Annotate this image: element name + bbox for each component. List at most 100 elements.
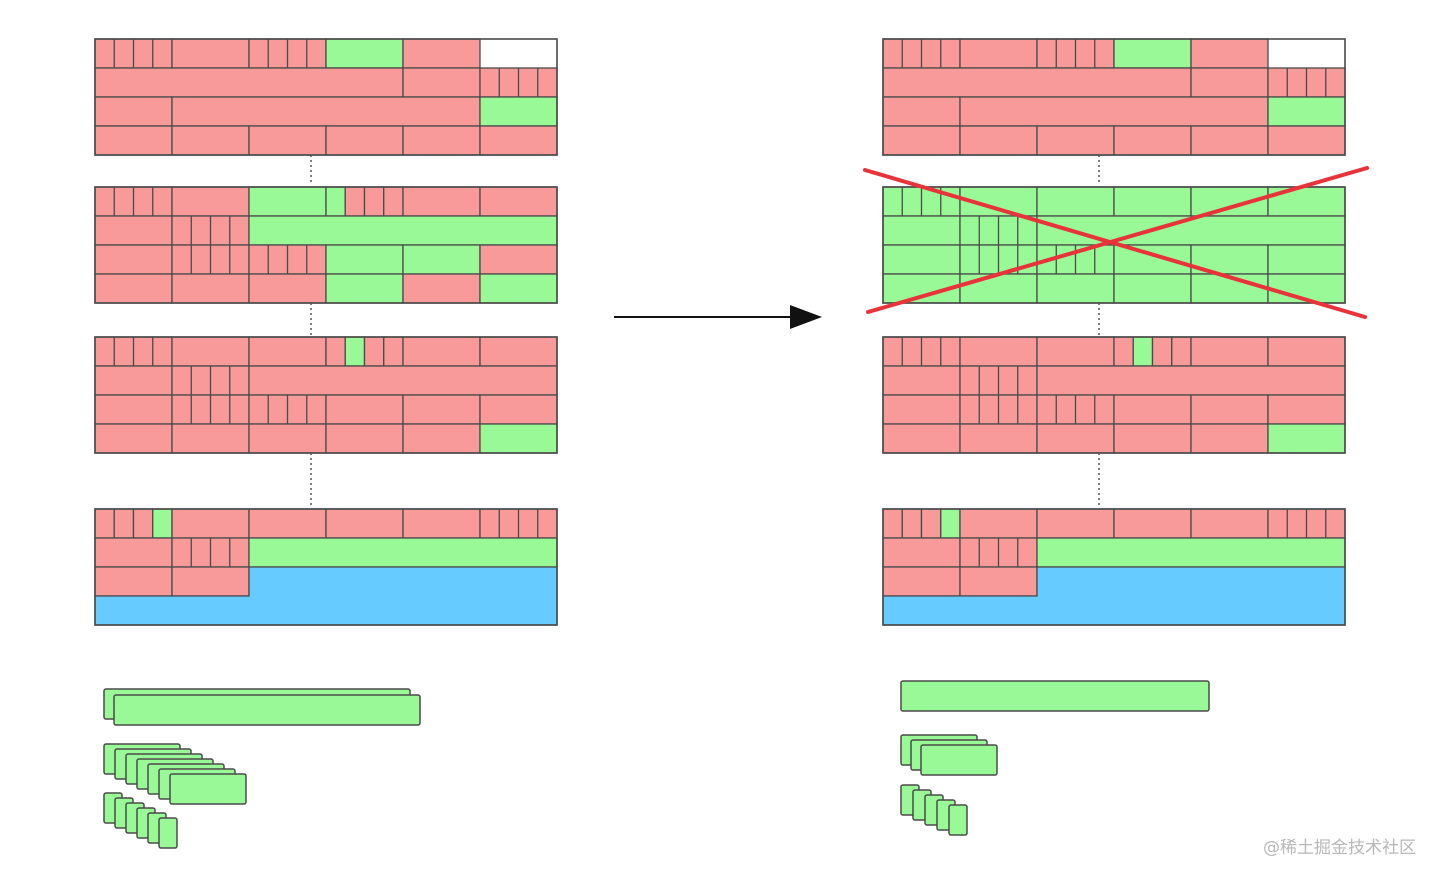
memory-block (325, 125, 404, 156)
free-list-small (948, 804, 968, 836)
memory-block (402, 38, 481, 69)
memory-slot (363, 336, 385, 367)
memory-block (882, 566, 961, 597)
memory-block (959, 38, 1038, 69)
memory-slot (132, 508, 154, 539)
memory-block (479, 273, 558, 304)
memory-block (1113, 244, 1192, 275)
memory-block (882, 96, 961, 127)
memory-block (1267, 244, 1346, 275)
memory-block (1113, 394, 1192, 425)
memory-block (882, 67, 1192, 98)
memory-slot (344, 336, 366, 367)
memory-block (479, 394, 558, 425)
memory-block (171, 273, 250, 304)
memory-slot (1132, 336, 1154, 367)
memory-block (248, 423, 327, 454)
memory-slot (1151, 336, 1173, 367)
memory-block (959, 566, 1038, 597)
right-page-3 (882, 336, 1346, 454)
memory-block (402, 336, 481, 367)
memory-block (94, 566, 173, 597)
memory-block (1267, 125, 1346, 156)
memory-block (325, 394, 404, 425)
memory-block (882, 394, 961, 425)
memory-block (1036, 508, 1115, 539)
memory-block (171, 423, 250, 454)
memory-block (1267, 96, 1346, 127)
memory-block (882, 244, 961, 275)
memory-block (94, 423, 173, 454)
memory-slot (1113, 336, 1134, 367)
memory-block (402, 423, 481, 454)
memory-block (1036, 537, 1346, 568)
memory-block (1267, 394, 1346, 425)
memory-block (959, 508, 1038, 539)
memory-block (1190, 38, 1269, 69)
memory-block (1267, 423, 1346, 454)
memory-block (94, 394, 173, 425)
page-outline (94, 336, 558, 454)
memory-slot (882, 508, 903, 539)
memory-slot (94, 508, 115, 539)
memory-block (1113, 508, 1192, 539)
memory-block (1113, 423, 1192, 454)
memory-block (171, 125, 250, 156)
memory-block (171, 38, 250, 69)
free-list-small (158, 817, 178, 849)
right-page-2-freed (882, 186, 1346, 304)
memory-block (402, 244, 481, 275)
memory-slot (901, 508, 923, 539)
memory-block (479, 244, 558, 275)
cross-stroke (866, 166, 1369, 314)
memory-block (402, 186, 481, 217)
cross-stroke (863, 168, 1367, 319)
memory-slot (383, 336, 404, 367)
page-outline (94, 186, 558, 304)
memory-block (1113, 273, 1192, 304)
memory-block (325, 273, 404, 304)
memory-block (94, 67, 404, 98)
memory-block (959, 336, 1038, 367)
memory-block (882, 537, 961, 568)
memory-block (1190, 336, 1269, 367)
memory-block (171, 336, 250, 367)
left-page-4 (94, 508, 558, 626)
free-list-large (900, 680, 1210, 712)
memory-block (1036, 125, 1115, 156)
free-list-medium (920, 744, 998, 776)
page-outline (882, 508, 1346, 626)
memory-block (1036, 336, 1115, 367)
memory-block (1036, 186, 1115, 217)
memory-block (1190, 125, 1269, 156)
free-list-medium (169, 773, 247, 805)
memory-block (94, 365, 173, 396)
memory-block (325, 423, 404, 454)
memory-block (248, 537, 558, 568)
memory-block (248, 508, 327, 539)
memory-block (479, 96, 558, 127)
memory-block (325, 508, 404, 539)
memory-slot (940, 508, 961, 539)
memory-slot (152, 508, 173, 539)
memory-block (1267, 336, 1346, 367)
memory-slot (1171, 336, 1192, 367)
page-outline (882, 186, 1346, 304)
memory-block (1113, 125, 1192, 156)
memory-block (94, 273, 173, 304)
memory-block (1036, 365, 1346, 396)
memory-block (959, 423, 1038, 454)
memory-block (248, 336, 327, 367)
memory-block (248, 186, 327, 217)
left-page-3 (94, 336, 558, 454)
memory-block (248, 273, 327, 304)
left-page-2 (94, 186, 558, 304)
page-outline (882, 336, 1346, 454)
memory-block (479, 186, 558, 217)
memory-block (1036, 273, 1115, 304)
memory-block (325, 38, 404, 69)
memory-block (402, 273, 481, 304)
memory-slot (383, 186, 404, 217)
memory-slot (363, 186, 385, 217)
